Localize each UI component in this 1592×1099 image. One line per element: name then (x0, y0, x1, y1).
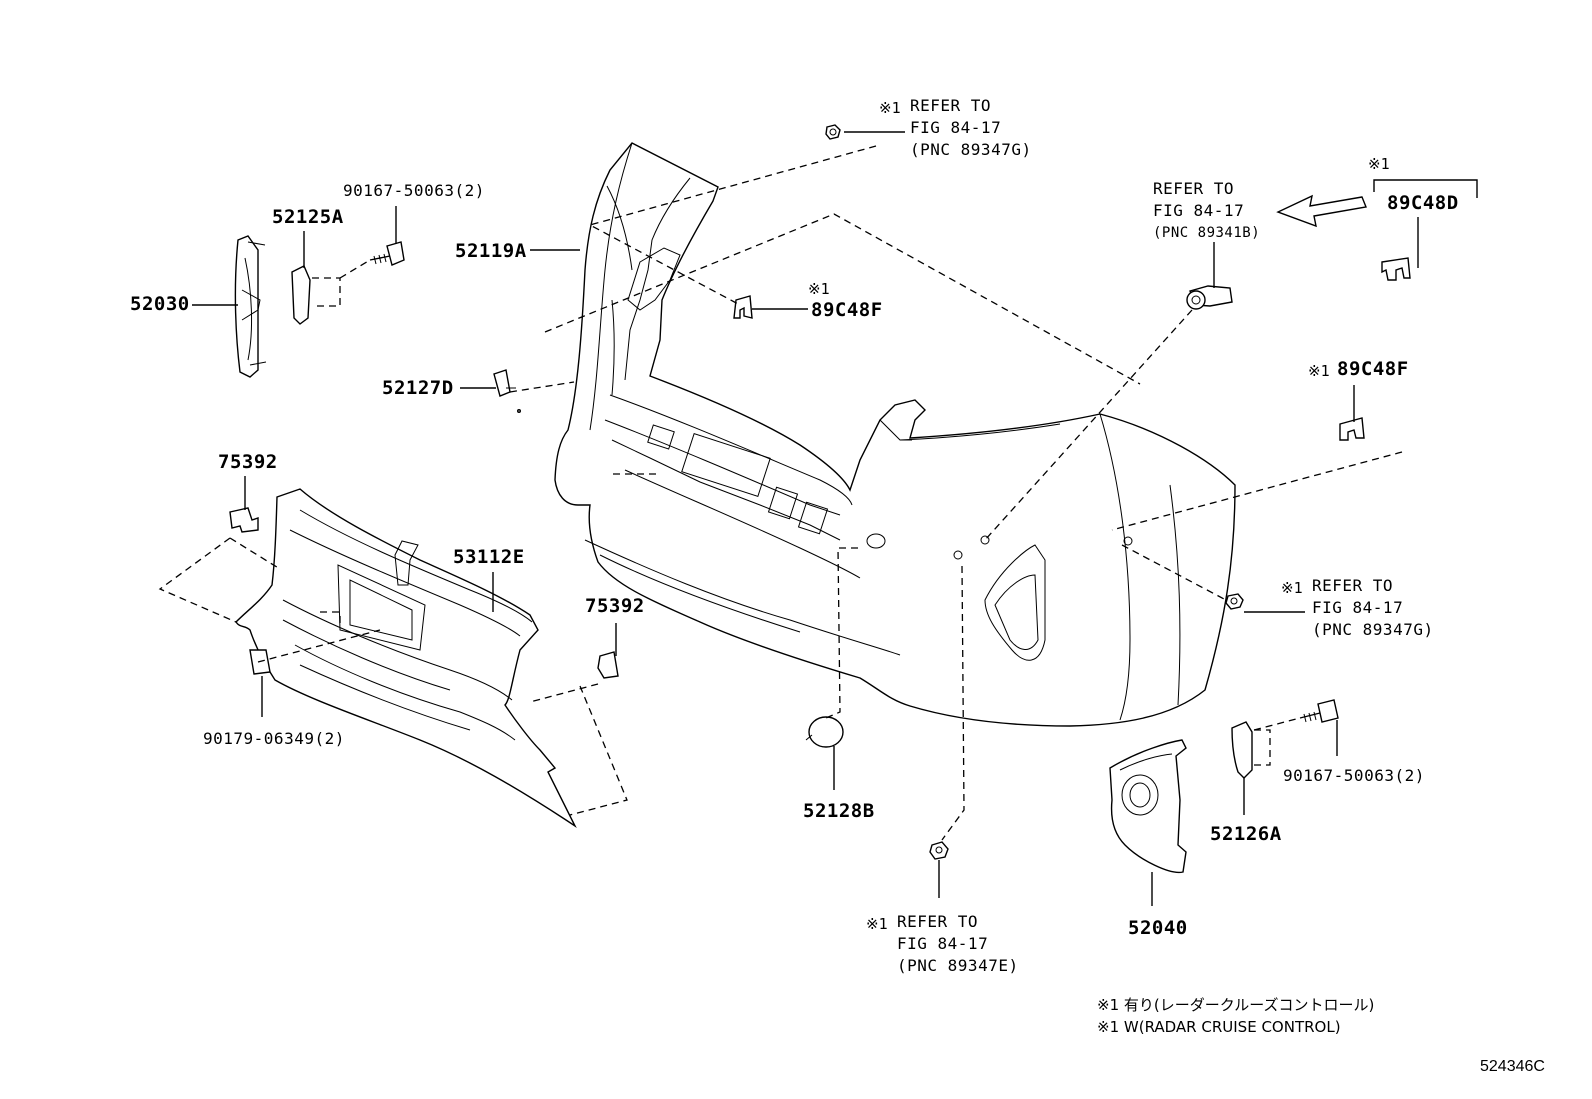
refer-line: REFER TO (1153, 179, 1235, 198)
part-label-52128B[interactable]: 52128B (803, 800, 875, 822)
part-label-90179[interactable]: 90179-06349(2) (203, 729, 345, 748)
part-label-52030[interactable]: 52030 (130, 293, 190, 315)
bracket-52126A-drawing (1231, 721, 1253, 779)
bracket-52125A-drawing (291, 265, 311, 325)
refer-block-bottom[interactable]: REFER TO FIG 84-17 (PNC 89347E) (897, 911, 1019, 977)
refer-line: REFER TO (1312, 576, 1394, 595)
refer-line: REFER TO (910, 96, 992, 115)
refer-line: (PNC 89341B) (1153, 225, 1261, 241)
dashed-guide-lines (158, 145, 1403, 841)
part-label-90167-right[interactable]: 90167-50063(2) (1283, 766, 1425, 785)
note-mark-89C48F-right: ※1 (1308, 362, 1330, 380)
clip-75392-right-drawing (597, 651, 619, 679)
nut-top-drawing (825, 124, 841, 140)
fog-bezel-52040-drawing (1109, 739, 1187, 874)
retainer-52030-drawing (234, 235, 267, 378)
clip-89C48D-drawing (1381, 257, 1411, 281)
part-label-52126A[interactable]: 52126A (1210, 823, 1282, 845)
nut-right-drawing (1225, 593, 1244, 610)
refer-block-top[interactable]: REFER TO FIG 84-17 (PNC 89347G) (910, 95, 1032, 161)
refer-line: FIG 84-17 (1153, 201, 1245, 220)
refer-line: (PNC 89347G) (1312, 620, 1434, 639)
note-mark-right: ※1 (1281, 579, 1303, 597)
part-label-89C48F-right[interactable]: 89C48F (1337, 358, 1409, 380)
clip-89C48F-top-drawing (733, 295, 753, 319)
radar-sensor-drawing (1186, 285, 1233, 310)
part-label-89C48D[interactable]: 89C48D (1387, 192, 1459, 214)
legend-note-jp: ※1 有り(レーダークルーズコントロール) (1097, 996, 1375, 1014)
part-label-90167-left[interactable]: 90167-50063(2) (343, 181, 485, 200)
part-label-52119A[interactable]: 52119A (455, 240, 527, 262)
refer-block-sensor[interactable]: REFER TO FIG 84-17 (PNC 89341B) (1153, 178, 1260, 244)
lower-grille-drawing (235, 488, 577, 829)
refer-line: FIG 84-17 (910, 118, 1002, 137)
clip-75392-left-drawing (229, 507, 259, 533)
legend-note-en: ※1 W(RADAR CRUISE CONTROL) (1097, 1018, 1341, 1036)
cap-52128B-drawing (805, 716, 844, 748)
part-label-52125A[interactable]: 52125A (272, 206, 344, 228)
refer-line: FIG 84-17 (1312, 598, 1404, 617)
note-mark-bottom: ※1 (866, 915, 888, 933)
screw-right-drawing (1299, 699, 1339, 723)
refer-line: FIG 84-17 (897, 934, 989, 953)
refer-arrow-icon (1276, 194, 1367, 228)
part-label-75392-left[interactable]: 75392 (218, 451, 278, 473)
part-label-89C48F-top[interactable]: 89C48F (811, 299, 883, 321)
part-label-52040[interactable]: 52040 (1128, 917, 1188, 939)
clip-89C48F-right-drawing (1339, 417, 1365, 441)
nut-bottom-drawing (929, 841, 949, 860)
note-mark-89C48F-top: ※1 (808, 280, 830, 298)
part-label-75392-right[interactable]: 75392 (585, 595, 645, 617)
part-label-52127D[interactable]: 52127D (382, 377, 454, 399)
note-mark-89C48D: ※1 (1368, 155, 1390, 173)
screw-left-drawing (369, 241, 405, 266)
refer-line: (PNC 89347E) (897, 956, 1019, 975)
refer-line: REFER TO (897, 912, 979, 931)
bumper-cover-drawing (554, 142, 1236, 727)
refer-block-right[interactable]: REFER TO FIG 84-17 (PNC 89347G) (1312, 575, 1434, 641)
diagram-code: 524346C (1480, 1058, 1545, 1075)
refer-line: (PNC 89347G) (910, 140, 1032, 159)
part-label-53112E[interactable]: 53112E (453, 546, 525, 568)
legend-notes: ※1 有り(レーダークルーズコントロール) ※1 W(RADAR CRUISE … (1097, 994, 1374, 1038)
leader-lines (192, 131, 1419, 906)
note-mark-top: ※1 (879, 99, 901, 117)
